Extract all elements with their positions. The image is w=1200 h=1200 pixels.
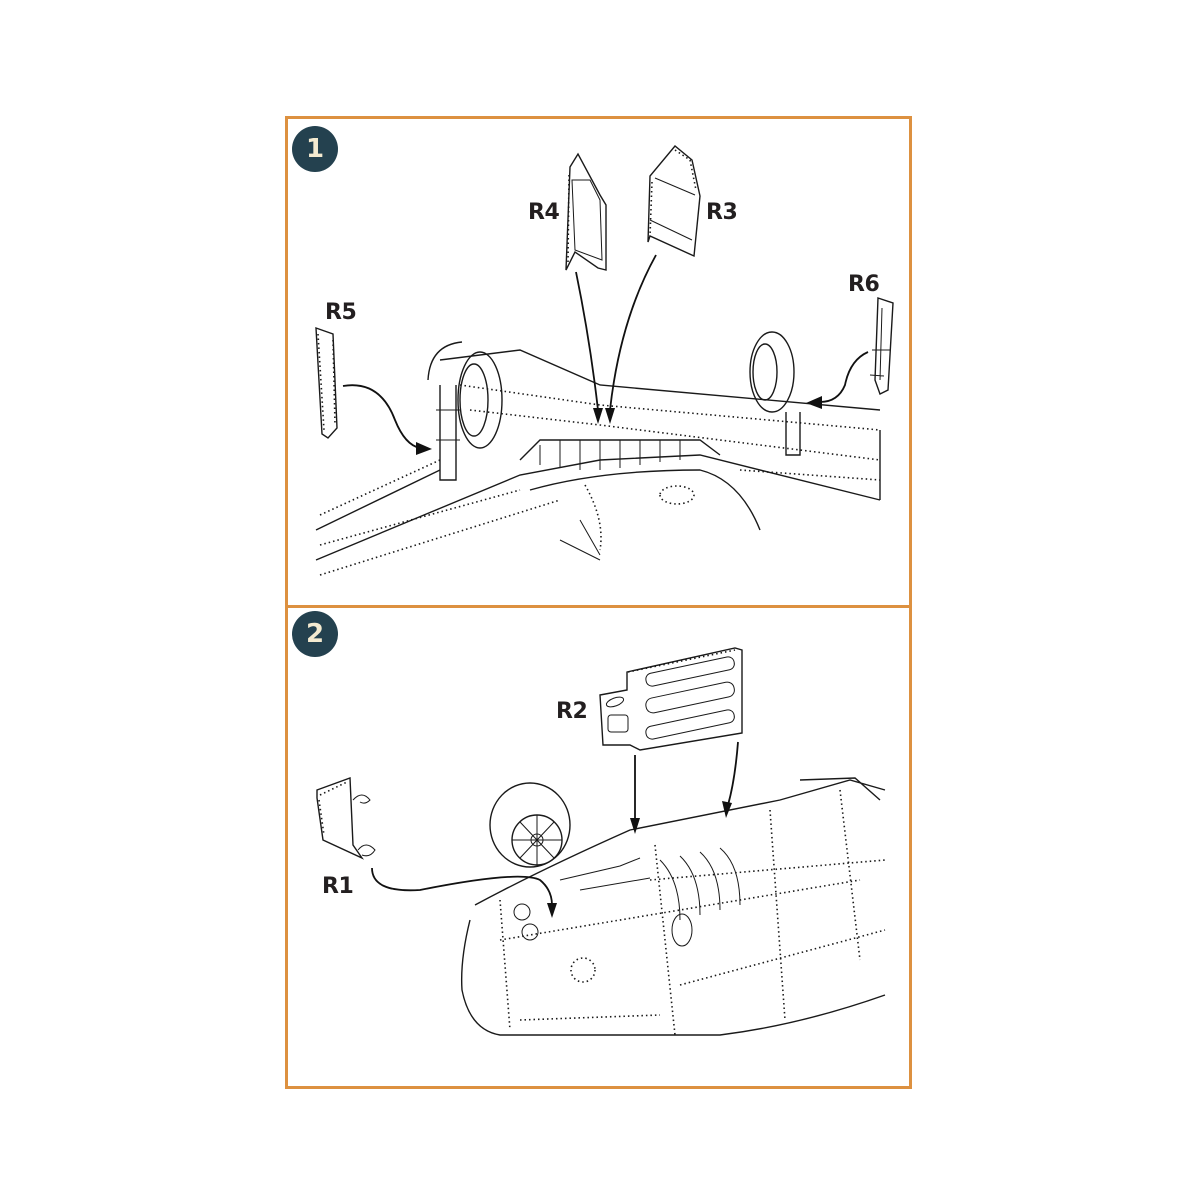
left-main-wheel-drawing	[427, 341, 503, 481]
assembly-arrows-step-2	[371, 741, 739, 918]
instruction-frame	[285, 116, 912, 1089]
part-label-r5: R5	[325, 300, 357, 325]
part-r3-drawing	[647, 145, 701, 258]
rear-fuselage-drawing	[461, 777, 886, 1036]
wing-underside-drawing	[315, 349, 881, 576]
part-r6-drawing	[869, 297, 894, 395]
part-r1-drawing	[316, 777, 376, 860]
part-label-r2: R2	[556, 699, 588, 724]
right-main-wheel-drawing	[749, 331, 801, 456]
part-label-r4: R4	[528, 200, 560, 225]
assembly-arrows-step-1	[342, 254, 869, 455]
part-r4-drawing	[565, 152, 607, 271]
step-2-badge: 2	[292, 611, 338, 657]
part-label-r6: R6	[848, 272, 880, 297]
step-divider	[288, 605, 909, 608]
part-label-r1: R1	[322, 874, 354, 899]
part-label-r3: R3	[706, 200, 738, 225]
part-r2-drawing	[599, 647, 743, 751]
step-1-badge: 1	[292, 126, 338, 172]
part-r5-drawing	[315, 326, 338, 439]
